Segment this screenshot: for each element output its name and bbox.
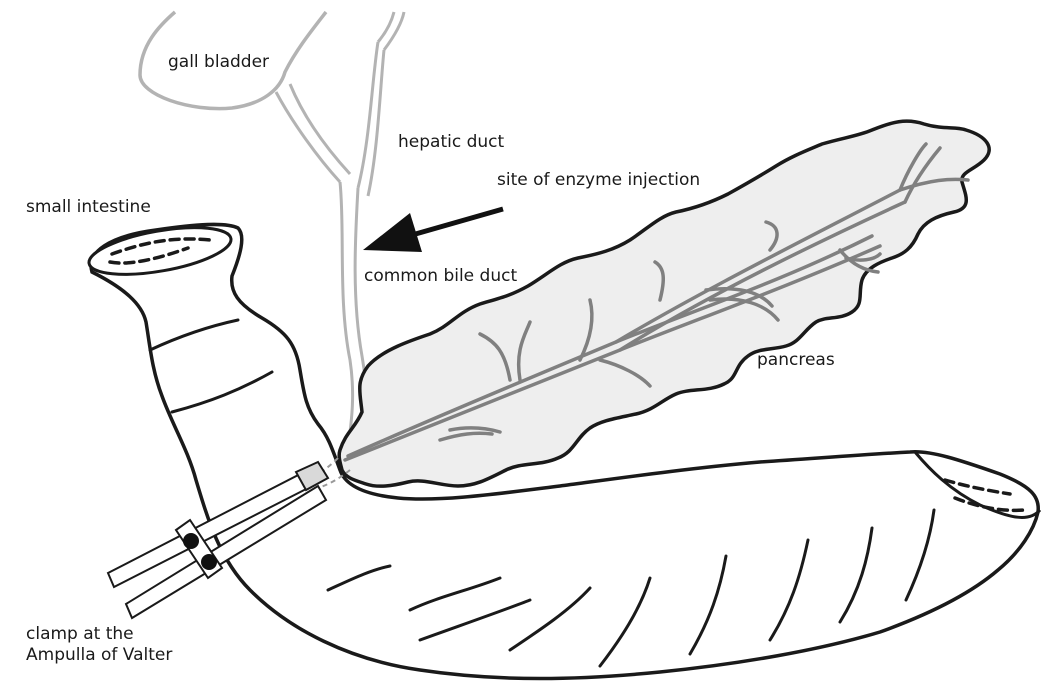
label-site-of-enzyme-injection: site of enzyme injection (497, 170, 700, 191)
clamp-bead-lower (201, 554, 217, 570)
injection-arrow (363, 209, 503, 252)
label-clamp: clamp at the Ampulla of Valter (26, 624, 172, 666)
label-pancreas: pancreas (757, 350, 835, 371)
label-common-bile-duct: common bile duct (364, 266, 517, 287)
clamp-bead-upper (183, 533, 199, 549)
label-clamp-line2: Ampulla of Valter (26, 645, 172, 666)
label-gall-bladder: gall bladder (168, 52, 269, 73)
label-clamp-line1: clamp at the (26, 624, 172, 645)
label-hepatic-duct: hepatic duct (398, 132, 504, 153)
label-small-intestine: small intestine (26, 197, 151, 218)
